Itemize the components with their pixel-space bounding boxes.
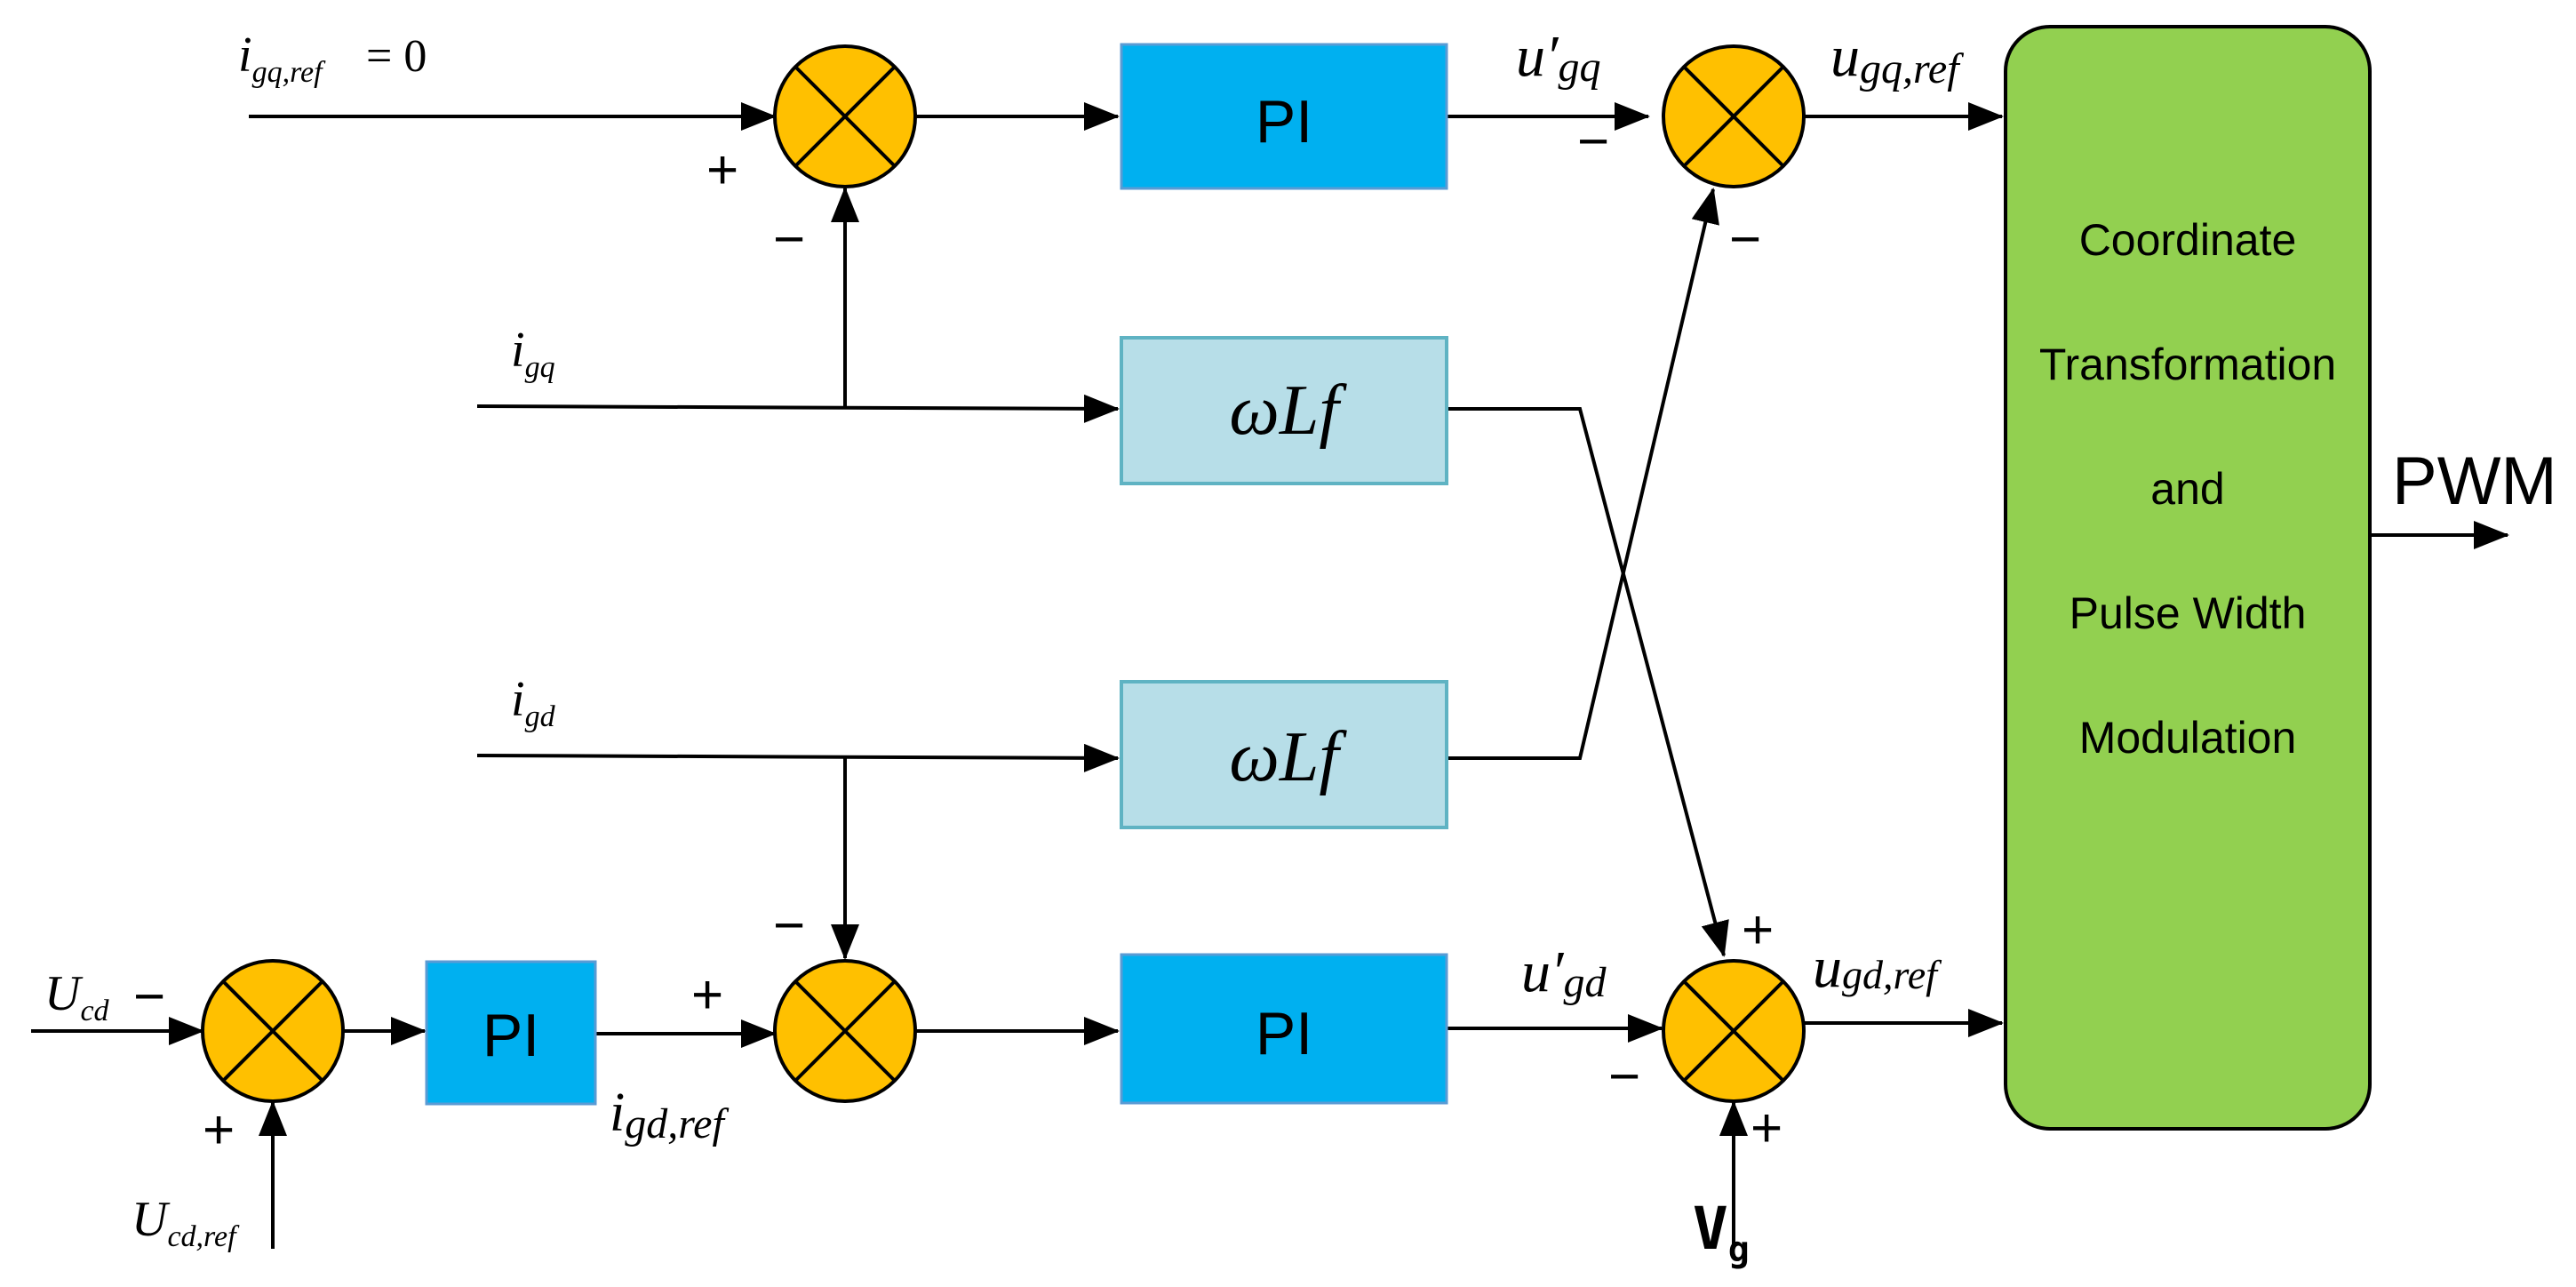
label-ugd-ref: ugd,ref — [1813, 935, 1942, 1000]
label-igq-ref-value: = 0 — [366, 31, 427, 82]
summing-junction-icon — [773, 44, 917, 188]
pi-d-label: PI — [1256, 1000, 1312, 1067]
label-igd-ref: igd,ref — [610, 1083, 729, 1147]
label-pwm: PWM — [2392, 444, 2557, 519]
label-vg: Vg — [1693, 1195, 1750, 1270]
line-omega-d-to-s2 — [1447, 188, 1719, 760]
omega-lf-q-label: ωLf — [1229, 372, 1347, 450]
modulator-block: Coordinate Transformation and Pulse Widt… — [2004, 25, 2372, 1131]
summing-junction-icon — [1662, 44, 1806, 188]
sign-minus: − — [773, 209, 805, 270]
omega-lf-d-label: ωLf — [1229, 718, 1347, 796]
summing-junction-icon — [1662, 959, 1806, 1103]
modulator-line-2: Transformation — [2039, 340, 2336, 389]
label-ugq-ref: ugq,ref — [1830, 24, 1964, 92]
label-uq-prime: u′gq — [1516, 24, 1600, 91]
sign-minus: − — [1608, 1046, 1640, 1107]
pi-dc-label: PI — [483, 1002, 539, 1069]
sign-plus: + — [706, 140, 738, 201]
label-ucd-ref: Ucd,ref — [132, 1192, 240, 1253]
omega-lf-block-q: ωLf — [1120, 336, 1448, 485]
junction-signs: + − − − − + + − + − + — [133, 111, 1782, 1161]
sign-plus: + — [691, 964, 723, 1026]
label-igq-ref: igq,ref — [238, 28, 326, 89]
modulator-line-5: Modulation — [2079, 713, 2297, 763]
modulator-line-4: Pulse Width — [2070, 588, 2307, 638]
line-igq — [476, 394, 1120, 423]
signal-lines — [31, 102, 2509, 1249]
sign-minus: − — [1729, 209, 1761, 270]
omega-lf-block-d: ωLf — [1120, 680, 1448, 829]
pi-q-label: PI — [1256, 88, 1312, 156]
line-igd — [476, 743, 1120, 772]
modulator-line-3: and — [2150, 464, 2224, 514]
label-igq: igq — [511, 323, 555, 384]
sign-plus: + — [1742, 899, 1774, 961]
sign-plus: + — [1751, 1098, 1782, 1159]
sign-minus: − — [1577, 111, 1609, 172]
summing-junction-icon — [201, 959, 345, 1103]
sign-minus: − — [773, 895, 805, 956]
line-omega-q-to-s4 — [1447, 407, 1729, 957]
sign-minus: − — [133, 966, 165, 1027]
pi-block-q: PI — [1120, 43, 1448, 190]
sign-plus: + — [203, 1099, 235, 1161]
pi-block-dc: PI — [425, 960, 597, 1106]
summing-junction-icon — [773, 959, 917, 1103]
modulator-line-1: Coordinate — [2079, 215, 2297, 265]
pi-block-d: PI — [1120, 953, 1448, 1105]
label-ucd: Ucd — [44, 966, 110, 1027]
label-igd: igd — [511, 672, 556, 733]
label-ud-prime: u′gd — [1521, 939, 1607, 1006]
